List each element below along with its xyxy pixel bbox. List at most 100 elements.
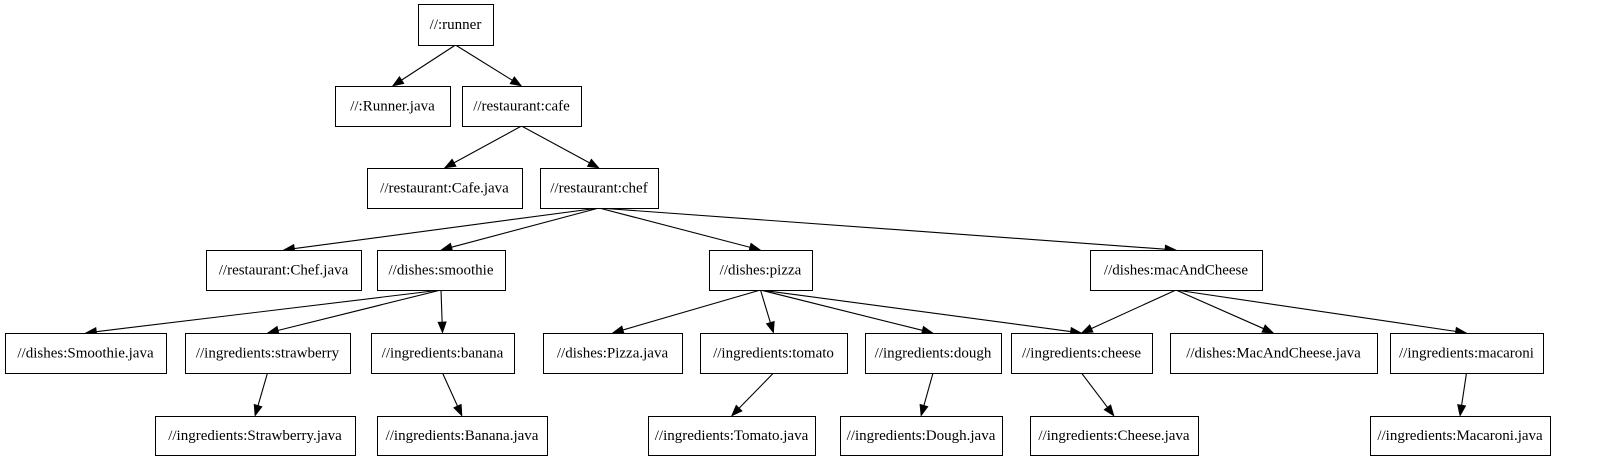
node-label: //restaurant:Cafe.java: [380, 180, 509, 196]
node-box[interactable]: [1090, 250, 1263, 291]
graph-node-ing-cheese[interactable]: //ingredients:cheese: [1011, 333, 1153, 374]
graph-edge: [84, 289, 442, 337]
node-box[interactable]: [709, 250, 813, 291]
node-box[interactable]: [462, 86, 582, 127]
graph-node-ing-banana[interactable]: //ingredients:banana: [371, 333, 515, 374]
node-box[interactable]: [700, 333, 848, 374]
arrowhead-icon: [730, 404, 743, 417]
node-box[interactable]: [206, 250, 362, 291]
graph-node-runner[interactable]: //:runner: [418, 4, 494, 46]
node-box[interactable]: [155, 416, 356, 456]
arrowhead-icon: [509, 76, 523, 87]
graph-edge: [437, 289, 447, 334]
graph-edge: [266, 289, 442, 335]
graph-node-banana-java[interactable]: //ingredients:Banana.java: [377, 416, 548, 456]
graph-node-dough-java[interactable]: //ingredients:Dough.java: [840, 416, 1003, 456]
node-box[interactable]: [418, 4, 494, 46]
node-box[interactable]: [1390, 333, 1544, 374]
node-label: //dishes:pizza: [720, 262, 802, 278]
graph-node-strawberry-java[interactable]: //ingredients:Strawberry.java: [155, 416, 356, 456]
graph-edge: [611, 289, 761, 335]
node-box[interactable]: [865, 333, 1002, 374]
graph-node-tomato-java[interactable]: //ingredients:Tomato.java: [648, 416, 816, 456]
arrowhead-icon: [1457, 404, 1467, 417]
graph-node-restaurant-chef[interactable]: //restaurant:chef: [540, 168, 659, 209]
graph-node-dishes-pizza[interactable]: //dishes:pizza: [709, 250, 813, 291]
graph-edge: [521, 125, 600, 169]
graph-node-macaroni-java[interactable]: //ingredients:Macaroni.java: [1370, 416, 1551, 456]
arrowhead-icon: [453, 403, 463, 417]
graph-edge: [455, 44, 523, 87]
node-box[interactable]: [543, 333, 683, 374]
node-box[interactable]: [185, 333, 351, 374]
arrowhead-icon: [1103, 404, 1115, 417]
node-box[interactable]: [377, 416, 548, 456]
edge-line: [923, 372, 934, 406]
node-label: //ingredients:Tomato.java: [655, 428, 809, 444]
node-box[interactable]: [335, 86, 451, 127]
node-label: //dishes:smoothie: [389, 262, 494, 278]
edge-line: [451, 207, 600, 248]
node-label: //ingredients:macaroni: [1399, 345, 1534, 361]
node-box[interactable]: [1011, 333, 1153, 374]
edge-line: [1461, 372, 1468, 406]
graph-node-restaurant-cafe[interactable]: //restaurant:cafe: [462, 86, 582, 127]
arrowhead-icon: [437, 321, 447, 334]
node-box[interactable]: [1030, 416, 1199, 456]
node-box[interactable]: [367, 168, 523, 209]
node-box[interactable]: [5, 333, 167, 374]
edge-line: [1175, 289, 1456, 332]
graph-node-dishes-smoothie[interactable]: //dishes:smoothie: [377, 250, 506, 291]
graph-node-dishes-mac[interactable]: //dishes:macAndCheese: [1090, 250, 1263, 291]
node-label: //dishes:macAndCheese: [1104, 262, 1248, 278]
node-box[interactable]: [840, 416, 1003, 456]
graph-edge: [760, 289, 934, 335]
edge-line: [440, 289, 443, 323]
graph-node-chef-java[interactable]: //restaurant:Chef.java: [206, 250, 362, 291]
edge-line: [96, 289, 442, 333]
node-box[interactable]: [1170, 333, 1378, 374]
graph-node-ing-tomato[interactable]: //ingredients:tomato: [700, 333, 848, 374]
graph-node-ing-macaroni[interactable]: //ingredients:macaroni: [1390, 333, 1544, 374]
node-label: //:Runner.java: [350, 98, 435, 114]
graph-node-cheese-java[interactable]: //ingredients:Cheese.java: [1030, 416, 1199, 456]
node-label: //restaurant:cafe: [473, 98, 570, 114]
edges-layer: [84, 44, 1468, 417]
graph-node-pizza-java[interactable]: //dishes:Pizza.java: [543, 333, 683, 374]
node-box[interactable]: [1370, 416, 1551, 456]
graph-edge: [440, 207, 600, 252]
node-label: //:runner: [430, 17, 482, 33]
node-box[interactable]: [648, 416, 816, 456]
edge-line: [622, 289, 761, 331]
edge-line: [598, 207, 1166, 250]
arrowhead-icon: [919, 403, 929, 417]
edge-line: [455, 44, 513, 81]
node-label: //ingredients:Macaroni.java: [1377, 428, 1543, 444]
graph-edge: [759, 289, 775, 334]
arrowhead-icon: [443, 158, 457, 169]
node-box[interactable]: [371, 333, 515, 374]
graph-edge: [598, 207, 762, 252]
graph-node-runner-java[interactable]: //:Runner.java: [335, 86, 451, 127]
graph-node-ing-strawberry[interactable]: //ingredients:strawberry: [185, 333, 351, 374]
graph-edge: [391, 44, 456, 87]
edge-line: [453, 125, 522, 164]
node-label: //ingredients:banana: [382, 345, 504, 361]
graph-node-mac-java[interactable]: //dishes:MacAndCheese.java: [1170, 333, 1378, 374]
node-box[interactable]: [540, 168, 659, 209]
graph-edge: [1175, 289, 1275, 334]
arrowhead-icon: [765, 320, 775, 334]
graph-edge: [253, 372, 269, 417]
node-label: //dishes:Pizza.java: [557, 345, 669, 361]
graph-edge: [760, 289, 1083, 337]
graph-edge: [282, 207, 600, 254]
node-box[interactable]: [377, 250, 506, 291]
arrowhead-icon: [253, 403, 263, 417]
node-label: //ingredients:Dough.java: [847, 428, 996, 444]
graph-node-smoothie-java[interactable]: //dishes:Smoothie.java: [5, 333, 167, 374]
graph-edge: [443, 125, 522, 169]
graph-node-ing-dough[interactable]: //ingredients:dough: [865, 333, 1002, 374]
graph-node-cafe-java[interactable]: //restaurant:Cafe.java: [367, 168, 523, 209]
